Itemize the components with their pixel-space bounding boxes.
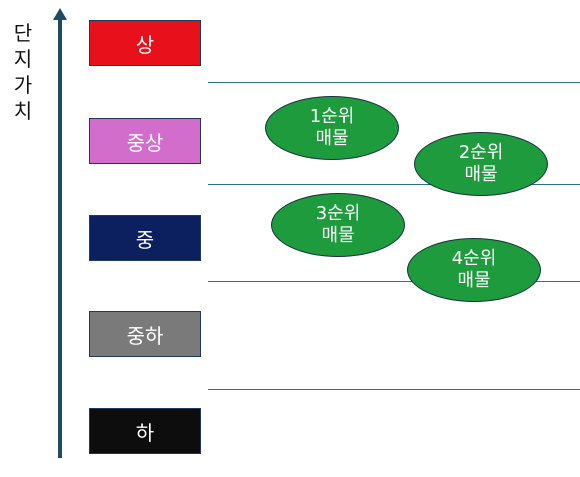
divider-line: [208, 184, 580, 185]
level-label: 하: [135, 420, 155, 445]
level-label: 중하: [126, 323, 164, 348]
bubble-rank: 2순위: [458, 142, 504, 163]
level-box-lower-middle: 중하: [89, 311, 201, 357]
axis-label-char: 가: [13, 73, 33, 97]
axis-label-char: 지: [13, 47, 33, 71]
level-box-low: 하: [89, 408, 201, 454]
bubble-rank: 3순위: [315, 203, 361, 224]
divider-line: [208, 389, 580, 390]
property-bubble-4: 4순위 매물: [407, 238, 541, 302]
bubble-rank: 1순위: [309, 106, 355, 127]
level-box-upper-middle: 중상: [89, 118, 201, 164]
level-label: 상: [135, 32, 155, 57]
axis-label-char: 단: [13, 21, 33, 45]
axis-shaft: [58, 18, 62, 458]
level-label: 중상: [126, 130, 164, 155]
bubble-text: 매물: [457, 270, 491, 291]
level-label: 중: [135, 227, 155, 252]
bubble-text: 매물: [464, 164, 498, 185]
bubble-text: 매물: [315, 128, 349, 149]
axis-arrow: [53, 8, 67, 458]
property-bubble-2: 2순위 매물: [414, 132, 548, 196]
axis-label: 단 지 가 치: [12, 20, 34, 124]
level-box-high: 상: [89, 20, 201, 66]
bubble-rank: 4순위: [451, 248, 497, 269]
bubble-text: 매물: [321, 225, 355, 246]
property-bubble-1: 1순위 매물: [265, 96, 399, 160]
axis-arrowhead: [53, 8, 67, 20]
property-bubble-3: 3순위 매물: [271, 193, 405, 257]
divider-line: [208, 281, 580, 282]
divider-line: [208, 82, 580, 83]
axis-label-char: 치: [13, 99, 33, 123]
level-box-middle: 중: [89, 215, 201, 261]
